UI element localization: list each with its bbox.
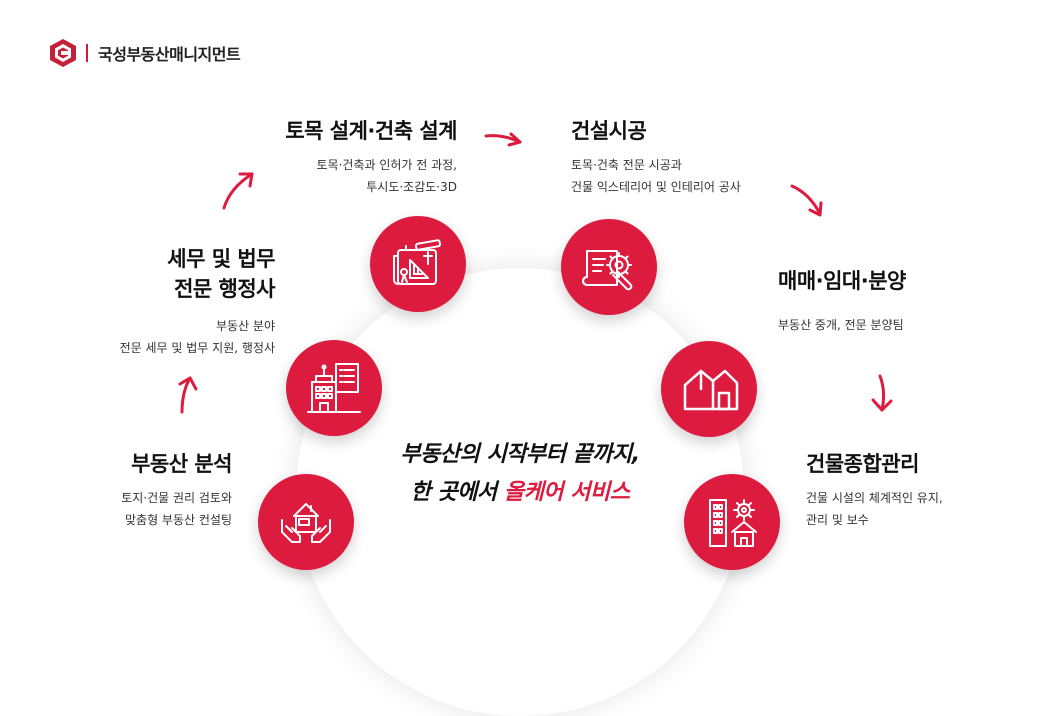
hands-house-icon xyxy=(281,503,331,543)
brand-name: 국성부동산매니지먼트 xyxy=(98,45,241,64)
management-title: 건물종합관리 xyxy=(806,452,919,476)
construction-circle xyxy=(561,219,657,315)
construction-desc-line1: 토목·건축 전문 시공과 xyxy=(571,158,682,172)
management-desc-line1: 건물 시설의 체계적인 유지, xyxy=(806,491,943,505)
analysis-circle xyxy=(258,474,354,570)
construction-title: 건설시공 xyxy=(571,119,647,143)
arrow-up-right-icon xyxy=(222,172,254,210)
brand-logo: 국성부동산매니지먼트 xyxy=(48,38,241,68)
logo-divider xyxy=(86,44,88,62)
management-circle xyxy=(684,474,780,570)
tagline-line1: 부동산의 시작부터 끝까지, xyxy=(400,442,640,467)
civil-design-circle xyxy=(370,216,466,312)
brand-mark-icon xyxy=(50,39,76,67)
tax-legal-title: 세무 및 법무 전문 행정사 xyxy=(167,244,275,304)
tagline-accent: 올케어 서비스 xyxy=(503,480,630,505)
arrow-down-right-icon xyxy=(790,184,823,217)
trade-desc-line1: 부동산 중개, 전문 분양팀 xyxy=(778,318,904,332)
civil-design-desc-line1: 토목·건축과 인허가 전 과정, xyxy=(316,158,457,172)
tagline: 부동산의 시작부터 끝까지, 한 곳에서 올케어 서비스 xyxy=(360,436,680,512)
civil-design-desc: 토목·건축과 인허가 전 과정, 투시도·조감도·3D xyxy=(316,154,457,198)
analysis-desc-line1: 토지·건물 권리 검토와 xyxy=(121,491,232,505)
analysis-title: 부동산 분석 xyxy=(131,452,232,476)
building-gear-icon xyxy=(709,499,757,547)
construction-desc-line2: 건물 익스테리어 및 인테리어 공사 xyxy=(571,180,741,194)
civil-design-desc-line2: 투시도·조감도·3D xyxy=(366,180,457,194)
analysis-desc-line2: 맞춤형 부동산 컨설팅 xyxy=(125,513,232,527)
tax-legal-title-line2: 전문 행정사 xyxy=(174,277,275,301)
house-outline-icon xyxy=(683,369,739,411)
tax-legal-desc: 부동산 분야 전문 세무 및 법무 지원, 행정사 xyxy=(120,315,275,359)
arrow-down-icon xyxy=(871,374,893,412)
construction-tools-icon xyxy=(582,250,633,291)
tagline-line2: 한 곳에서 올케어 서비스 xyxy=(360,474,680,512)
construction-desc: 토목·건축 전문 시공과 건물 익스테리어 및 인테리어 공사 xyxy=(571,154,741,198)
arrow-right-icon xyxy=(484,132,522,147)
blueprint-drafting-icon xyxy=(393,239,442,285)
tax-legal-desc-line1: 부동산 분야 xyxy=(215,319,275,333)
management-desc-line2: 관리 및 보수 xyxy=(806,513,869,527)
trade-desc: 부동산 중개, 전문 분양팀 xyxy=(778,314,904,336)
civil-design-title: 토목 설계·건축 설계 xyxy=(285,119,457,143)
management-desc: 건물 시설의 체계적인 유지, 관리 및 보수 xyxy=(806,487,943,531)
office-document-icon xyxy=(307,363,361,413)
arrow-up-icon xyxy=(178,376,198,414)
trade-circle xyxy=(661,341,757,437)
tax-legal-desc-line2: 전문 세무 및 법무 지원, 행정사 xyxy=(119,341,275,355)
tax-legal-circle xyxy=(286,340,382,436)
analysis-desc: 토지·건물 권리 검토와 맞춤형 부동산 컨설팅 xyxy=(121,487,232,531)
tax-legal-title-line1: 세무 및 법무 xyxy=(167,247,275,271)
tagline-prefix: 한 곳에서 xyxy=(410,480,504,505)
trade-title: 매매·임대·분양 xyxy=(778,269,906,293)
